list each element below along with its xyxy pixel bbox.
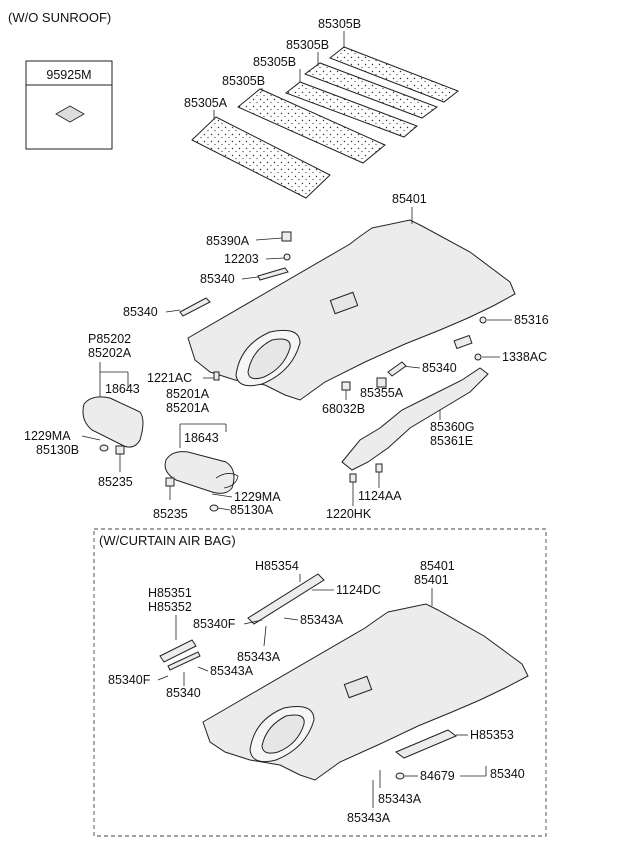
label-84679: 84679 xyxy=(420,769,455,783)
label-1124AA: 1124AA xyxy=(358,489,402,503)
label-85340-c: 85340 xyxy=(422,361,457,375)
label-85343A-a: 85343A xyxy=(300,613,344,627)
label-H85352: H85352 xyxy=(148,600,192,614)
assist-parts-top: 85390A 12203 85340 85340 xyxy=(123,231,292,319)
label-18643-b: 18643 xyxy=(184,431,219,445)
label-18643-a: 18643 xyxy=(105,382,140,396)
sun-visor-left: P85202 85202A 18643 1229MA 85130B 85235 xyxy=(24,332,144,489)
part-sun-visor-right xyxy=(164,451,235,494)
part-85235-b xyxy=(165,477,175,487)
part-1221AC xyxy=(213,371,220,381)
label-1338AC: 1338AC xyxy=(502,350,547,364)
inset-pad-icon xyxy=(55,105,85,123)
label-85305B-3: 85305B xyxy=(286,38,329,52)
part-84679 xyxy=(395,772,405,780)
pad-85305A xyxy=(191,116,331,199)
part-85340-a xyxy=(257,267,289,281)
part-85235-a xyxy=(115,445,125,455)
label-85401-top: 85401 xyxy=(392,192,427,206)
label-85130B: 85130B xyxy=(36,443,79,457)
part-12203 xyxy=(283,253,291,261)
curtain-airbag-frame xyxy=(93,528,547,837)
header-no-sunroof: (W/O SUNROOF) xyxy=(8,10,111,25)
label-85130A: 85130A xyxy=(230,503,274,517)
part-85340-d xyxy=(167,651,201,671)
label-H85353: H85353 xyxy=(470,728,514,742)
label-85235-a: 85235 xyxy=(98,475,133,489)
header-curtain-airbag: (W/CURTAIN AIR BAG) xyxy=(99,533,236,548)
label-85340-b: 85340 xyxy=(123,305,158,319)
label-85201A-2: 85201A xyxy=(166,401,210,415)
part-85340-c xyxy=(387,361,407,377)
part-H85351-bracket xyxy=(159,639,197,663)
label-85343A-b: 85343A xyxy=(237,650,281,664)
label-85340F-a: 85340F xyxy=(193,617,236,631)
label-1229MA-b: 1229MA xyxy=(234,490,281,504)
label-1220HK: 1220HK xyxy=(326,507,372,521)
label-H85354: H85354 xyxy=(255,559,299,573)
headliner-top: 85401 xyxy=(187,192,516,401)
label-12203: 12203 xyxy=(224,252,259,266)
label-85340-d: 85340 xyxy=(166,686,201,700)
headliner-top-cutout-inner xyxy=(247,338,291,380)
part-85130A xyxy=(209,504,219,512)
label-85340-a: 85340 xyxy=(200,272,235,286)
part-1338AC xyxy=(474,353,482,361)
inset-box-95925m: 95925M xyxy=(25,60,113,150)
dome-lamp-opening-bottom xyxy=(343,675,373,699)
airbag-parts-left: H85351 H85352 85343A 85340F 85340 xyxy=(108,586,254,700)
label-85355A: 85355A xyxy=(360,386,404,400)
pad-85305B-2 xyxy=(284,81,418,138)
part-H85353-bracket xyxy=(395,729,457,759)
label-1221AC: 1221AC xyxy=(147,371,192,385)
airbag-parts-upper: H85354 1124DC 85340F 85343A 85343A xyxy=(193,559,381,664)
part-85130B xyxy=(99,444,109,452)
pad-85305B-1 xyxy=(237,88,386,164)
label-85340-e: 85340 xyxy=(490,767,525,781)
label-85343A-c: 85343A xyxy=(210,664,254,678)
part-1220HK xyxy=(349,473,357,483)
label-85235-b: 85235 xyxy=(153,507,188,521)
airbag-parts-right: H85353 84679 85340 85343A 85343A xyxy=(347,728,525,825)
part-1338AC-clip xyxy=(453,334,473,350)
label-85305B-2: 85305B xyxy=(253,55,296,69)
label-H85351: H85351 xyxy=(148,586,192,600)
label-85401-b1: 85401 xyxy=(420,559,455,573)
label-85361E: 85361E xyxy=(430,434,473,448)
label-85305B-4: 85305B xyxy=(318,17,361,31)
label-85343A-e: 85343A xyxy=(347,811,391,825)
inset-label: 95925M xyxy=(46,68,91,82)
label-85360G: 85360G xyxy=(430,420,474,434)
label-P85202: P85202 xyxy=(88,332,131,346)
insulation-pads xyxy=(191,46,460,199)
part-1124AA xyxy=(375,463,383,473)
label-1229MA-a: 1229MA xyxy=(24,429,71,443)
label-85305A: 85305A xyxy=(184,96,228,110)
label-85305B-1: 85305B xyxy=(222,74,265,88)
pad-85305B-4 xyxy=(328,46,460,103)
label-68032B: 68032B xyxy=(322,402,365,416)
label-85343A-d: 85343A xyxy=(378,792,422,806)
part-85355A xyxy=(376,377,387,388)
label-85401-b2: 85401 xyxy=(414,573,449,587)
dome-lamp-opening-top xyxy=(329,291,359,315)
label-85201A-1: 85201A xyxy=(166,387,210,401)
label-1124DC: 1124DC xyxy=(336,583,381,597)
label-85316: 85316 xyxy=(514,313,549,327)
sun-visor-right: 1221AC 85201A 85201A 18643 85235 1229MA … xyxy=(147,371,281,521)
right-parts-top: 85316 1338AC 85340 85355A 68032B 85360G … xyxy=(322,313,549,521)
label-85340F-b: 85340F xyxy=(108,673,151,687)
label-85390A: 85390A xyxy=(206,234,250,248)
pad-85305B-3 xyxy=(303,62,439,119)
label-85202A: 85202A xyxy=(88,346,132,360)
part-68032B xyxy=(341,381,351,391)
headliner-bottom-cutout-inner xyxy=(261,714,305,754)
part-sun-visor-left xyxy=(82,396,144,448)
part-85316 xyxy=(479,316,487,324)
headliner-bottom: 85401 85401 xyxy=(202,559,529,781)
part-85340-b xyxy=(179,297,211,317)
part-85390A xyxy=(281,231,292,242)
part-85360G-trim xyxy=(341,367,489,471)
